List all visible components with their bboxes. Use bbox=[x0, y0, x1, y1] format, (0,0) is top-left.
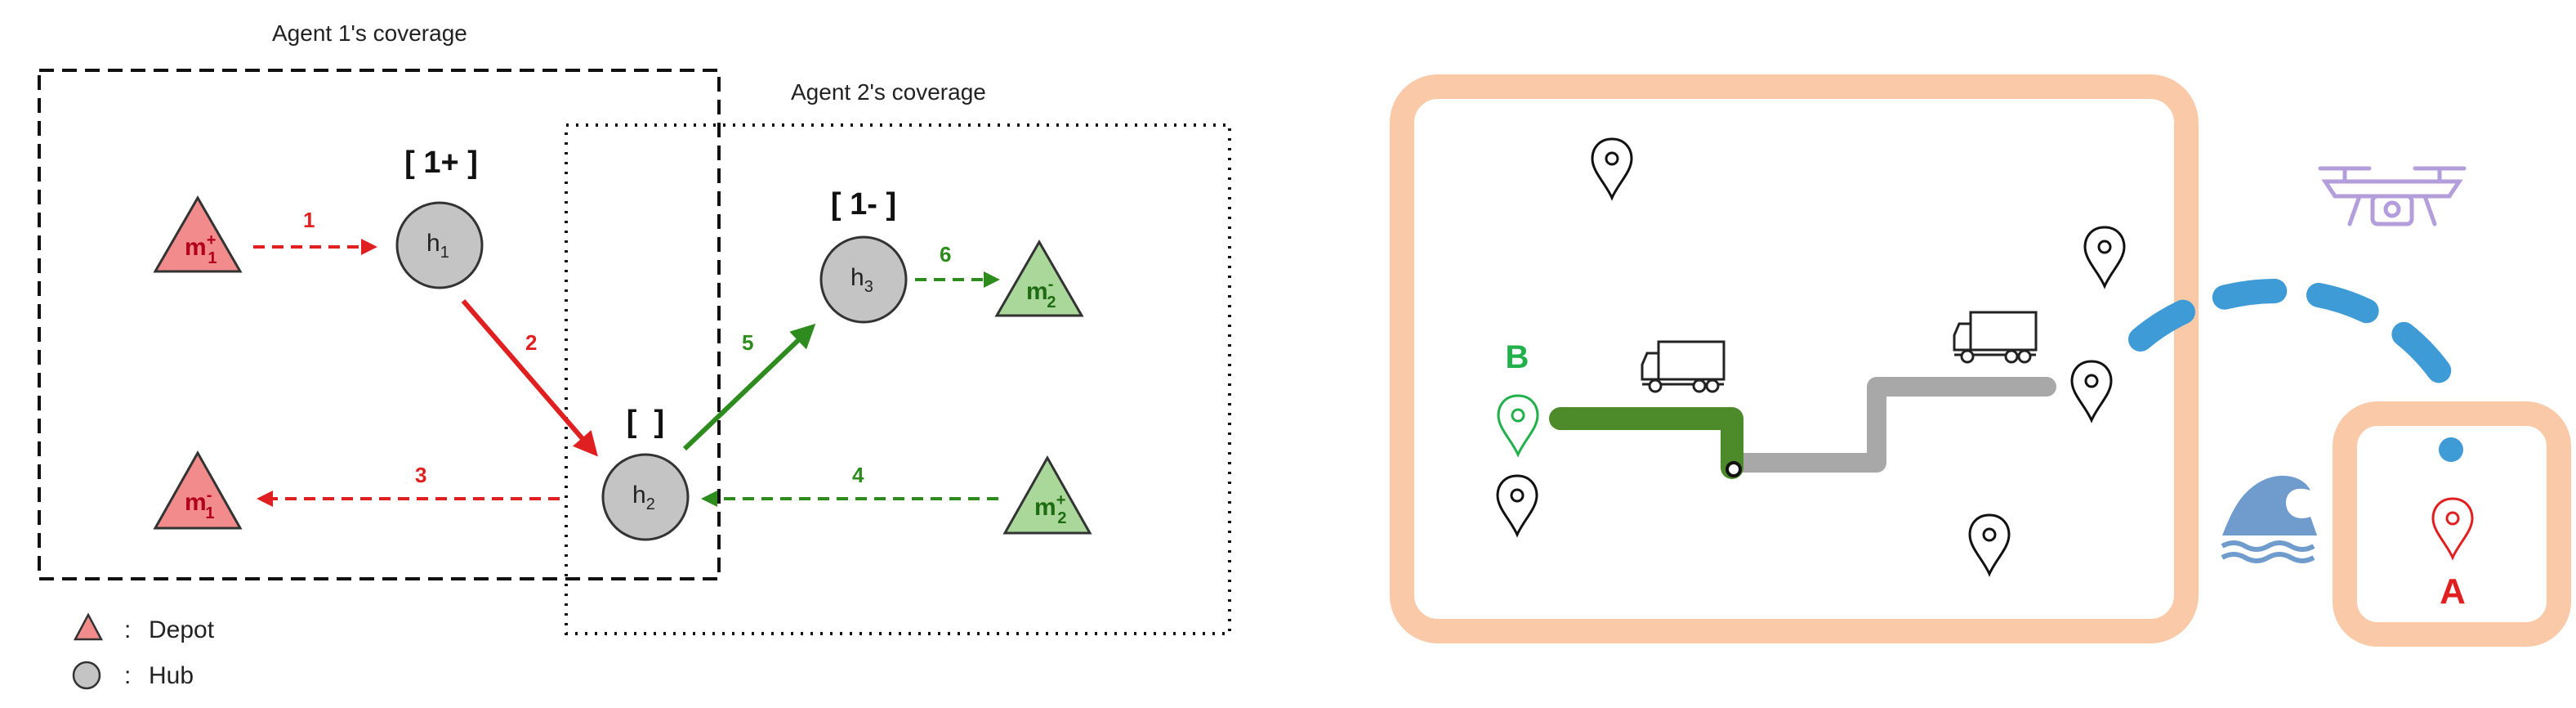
hub-h2-sub: 2 bbox=[646, 495, 655, 513]
left-diagram: Agent 1's coverage Agent 2's coverage 1 … bbox=[38, 20, 1231, 690]
map-pin-icon bbox=[1496, 474, 1538, 536]
hub-h3-tag: [ 1- ] bbox=[831, 187, 896, 222]
depot-m1-minus: m-1 bbox=[153, 450, 243, 530]
svg-text:h1: h1 bbox=[426, 230, 449, 262]
edge-1-label: 1 bbox=[303, 208, 315, 232]
map-pin-icon bbox=[2431, 497, 2474, 561]
hub-h2-tag: [ ] bbox=[627, 405, 664, 439]
svg-text:m+1: m+1 bbox=[185, 231, 217, 267]
legend-depot-text: Depot bbox=[149, 616, 215, 643]
point-b: B bbox=[1497, 339, 1539, 458]
gray-route bbox=[1722, 377, 2056, 473]
svg-text:m-1: m-1 bbox=[185, 486, 214, 522]
truck-icon bbox=[1953, 311, 2038, 364]
legend-hub-separator: : bbox=[124, 662, 131, 689]
destination-region bbox=[2333, 401, 2571, 647]
truck-icon bbox=[1641, 340, 1726, 393]
edge-6-label: 6 bbox=[940, 242, 951, 267]
edge-5-label: 5 bbox=[742, 330, 753, 355]
depot-m1-plus: m+1 bbox=[153, 195, 243, 273]
hub-h3-sub: 3 bbox=[864, 278, 873, 296]
green-route bbox=[1549, 407, 1743, 479]
agent1-coverage-label: Agent 1's coverage bbox=[272, 20, 467, 46]
depot-m2-plus: m+2 bbox=[1002, 455, 1092, 535]
edge-4-label: 4 bbox=[852, 463, 864, 487]
hub-h2-label: h bbox=[632, 482, 646, 509]
hub-h2: h2 [ ] bbox=[601, 405, 690, 541]
point-b-label: B bbox=[1506, 339, 1529, 375]
edge-2-label: 2 bbox=[525, 330, 537, 355]
legend-hub-text: Hub bbox=[149, 662, 194, 689]
drone-route bbox=[2128, 279, 2455, 388]
legend-depot-separator: : bbox=[124, 616, 131, 643]
agent2-coverage-box bbox=[565, 123, 1231, 635]
hub-h1-label: h bbox=[426, 230, 440, 257]
map-pin-icon bbox=[1968, 513, 2011, 576]
point-a: A bbox=[2431, 497, 2474, 612]
edge-5 bbox=[682, 323, 816, 451]
map-pin-icon bbox=[2083, 226, 2126, 288]
hub-h3-label: h bbox=[850, 264, 864, 291]
hub-h1: h1 [ 1+ ] bbox=[395, 146, 484, 289]
legend-hub: : Hub bbox=[72, 661, 194, 690]
depot-icon bbox=[73, 612, 104, 641]
drone-icon bbox=[2318, 166, 2467, 226]
svg-text:m-2: m-2 bbox=[1026, 276, 1056, 311]
main-region bbox=[1390, 74, 2199, 643]
svg-text:m+2: m+2 bbox=[1034, 491, 1067, 527]
map-pin-icon bbox=[1497, 394, 1539, 458]
edge-2 bbox=[461, 299, 598, 457]
depot-m2-minus: m-2 bbox=[994, 240, 1084, 317]
drone-route-end bbox=[2439, 437, 2463, 462]
right-illustration: B A bbox=[1390, 74, 2571, 647]
edge-3-label: 3 bbox=[415, 463, 426, 487]
point-a-label: A bbox=[2440, 571, 2466, 612]
hub-h1-tag: [ 1+ ] bbox=[404, 146, 478, 180]
legend-depot: : Depot bbox=[73, 612, 215, 643]
hub-icon bbox=[72, 661, 101, 690]
hub-h1-sub: 1 bbox=[440, 244, 449, 262]
agent2-coverage-label: Agent 2's coverage bbox=[791, 79, 986, 105]
map-pin-icon bbox=[1591, 137, 1633, 199]
svg-text:h2: h2 bbox=[632, 482, 655, 513]
legend: : Depot : Hub bbox=[72, 612, 215, 690]
route-junction bbox=[1726, 461, 1742, 477]
svg-text:h3: h3 bbox=[850, 264, 873, 296]
map-pin-icon bbox=[2070, 360, 2113, 422]
wave-icon bbox=[2221, 475, 2317, 563]
hub-h3: h3 [ 1- ] bbox=[819, 187, 908, 324]
